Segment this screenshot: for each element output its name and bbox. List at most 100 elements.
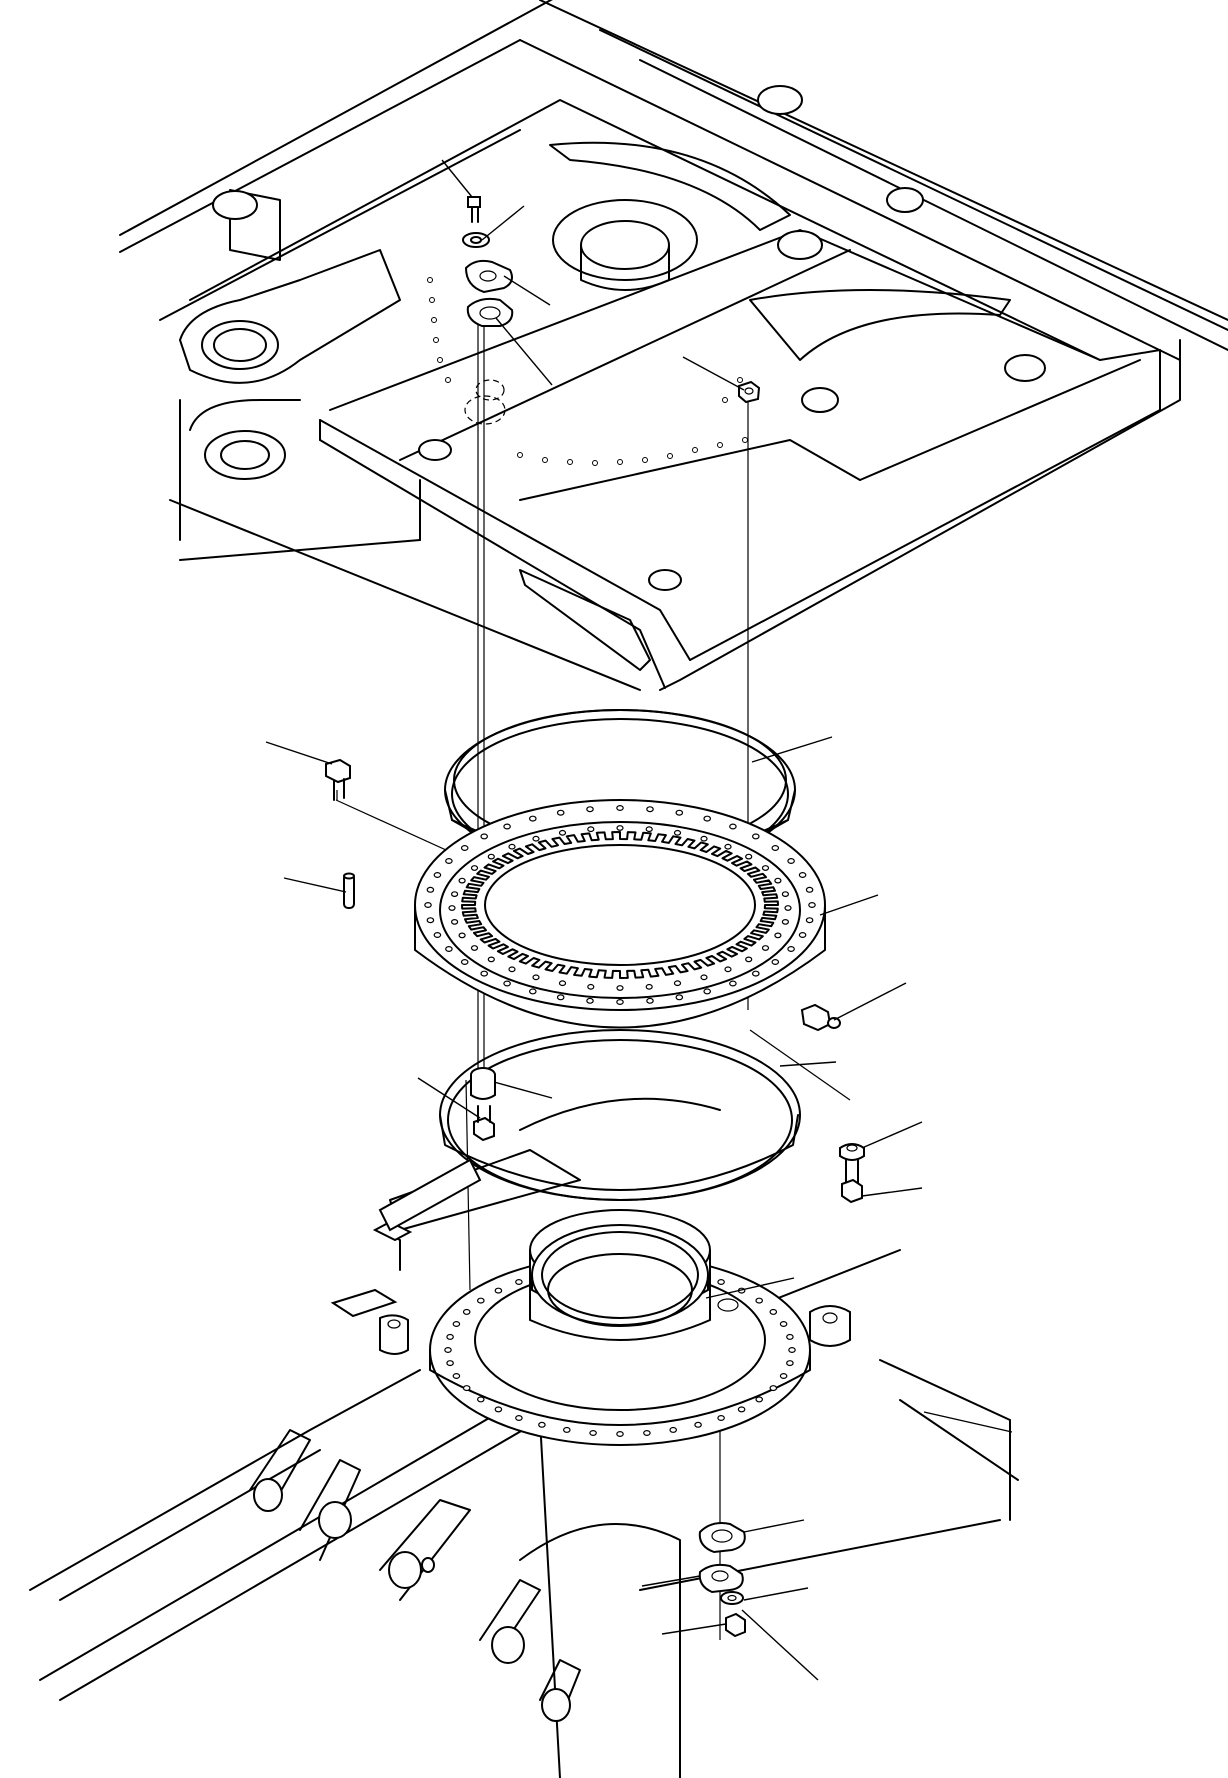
bolt-hole [470,865,479,871]
bolt-hole [452,1372,461,1379]
bolt-hole [616,998,624,1005]
bolt-hole [700,974,708,981]
leader-line [265,741,333,765]
leader-line [493,1081,553,1099]
outer-washer [839,1143,865,1161]
bolt-hole [470,945,479,951]
leader-line [819,894,879,916]
bolt-hole [729,980,737,987]
cover-plate-bolt [467,196,481,223]
leader-line [283,877,347,893]
bolt-hole [787,857,795,864]
bolt-hole [616,1430,624,1437]
revolving-frame [119,0,1228,691]
bolt-hole [771,958,780,965]
bolt-hole [798,931,807,938]
leader-line [661,1623,727,1635]
bolt-hole [737,1406,746,1413]
bolt-hole [751,970,760,977]
bolt-hole [587,983,595,990]
bolt-hole [452,1320,461,1327]
inner-spacer [470,1067,496,1100]
bolt-hole [771,844,780,851]
bolt-hole [532,835,540,842]
bolt-hole [703,815,712,822]
leader-line [861,1187,923,1197]
bolt-hole [643,1429,651,1436]
swing-circle-seal-lower [439,1029,801,1201]
leader-line [743,1587,809,1601]
bolt-hole [616,985,624,991]
bolt-hole [424,901,432,908]
bolt-hole [494,1287,503,1294]
bolt-hole [616,825,624,831]
bolt-hole [433,931,442,938]
bolt-hole [528,815,537,822]
bolt-hole [460,958,469,965]
bolt-hole [426,886,435,893]
bolt-hole [703,988,712,995]
leader-line [705,1277,795,1299]
bolt-hole [487,853,495,860]
bolt-hole [426,917,435,924]
leader-line [743,1519,805,1533]
bolt-hole [556,994,565,1001]
outer-bolt [841,1159,863,1204]
bolt-hole [586,806,594,813]
bolt-hole [673,980,682,987]
leader-line [481,205,525,241]
bolt-hole [508,843,516,850]
bolt-hole [508,966,516,973]
bolt-hole [787,945,795,952]
bolt-hole [751,833,760,840]
swing-circle [414,799,826,1029]
bolt-hole [589,1429,597,1436]
bolt-hole [445,945,453,952]
bolt-hole [558,829,567,836]
bolt-hole [755,1396,764,1403]
lower-cover-plate [698,1563,744,1594]
leader-line [923,1411,1013,1433]
bolt-hole [532,974,540,981]
bolt-hole [487,956,495,963]
bolt-hole [446,1360,454,1367]
bolt-hole [774,877,782,884]
bolt-hole [769,1308,778,1315]
cover-plate-washer [462,232,490,248]
bolt-hole [538,1421,546,1428]
lower-nut [725,1612,746,1638]
bolt-hole [433,871,442,878]
bolt-hole [616,804,624,811]
bolt-hole [717,1414,725,1421]
bolt-hole [724,966,732,973]
cover-plate-gasket [466,297,514,327]
bolt-hole [528,988,537,995]
bolt-hole [724,843,732,850]
bolt-hole [694,1421,702,1428]
bolt-hole [646,997,654,1004]
bolt-hole [786,1333,794,1340]
bolt-hole [675,994,684,1001]
bolt-hole [503,980,511,987]
bolt-hole [717,1278,725,1285]
leader-line [861,1121,923,1149]
bolt-hole [446,1333,454,1340]
bolt-hole [781,891,790,897]
bolt-hole [476,1396,485,1403]
bolt-hole [586,997,594,1004]
dowel-pin [343,872,355,909]
lower-washer [720,1591,744,1605]
bolt-hole [784,905,792,911]
bolt-hole [587,826,595,833]
bolt-hole [445,857,453,864]
bolt-hole [503,823,511,830]
bolt-hole [669,1426,678,1433]
leader-line [417,1077,481,1119]
bolt-hole [448,905,456,911]
bolt-hole [673,829,682,836]
leader-lines [265,159,1013,1681]
bolt-hole [458,877,466,884]
bolt-hole [805,886,814,893]
bolt-hole [700,835,708,842]
